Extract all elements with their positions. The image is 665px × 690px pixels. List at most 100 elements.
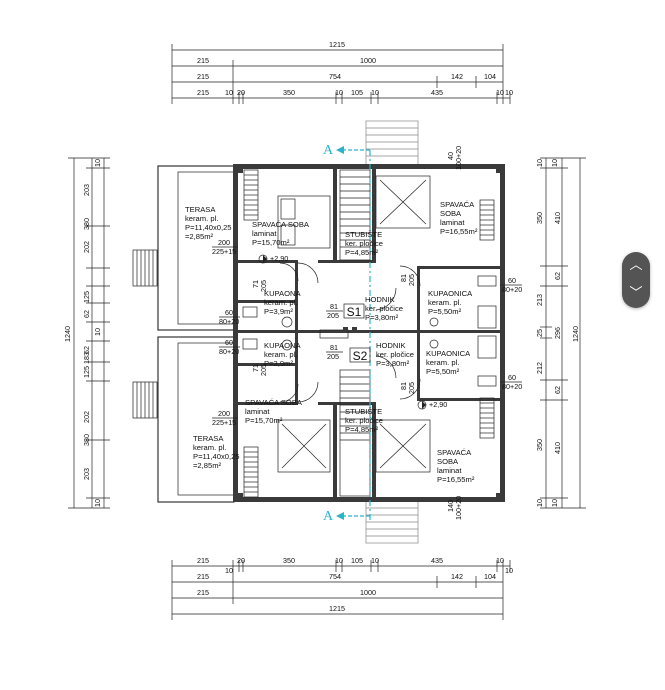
tag-d2-b: 205 [327,352,339,361]
tag-d2-a: 81 [330,343,338,352]
room-area: P=3,9m² [264,359,293,368]
dim-top-4-i: 10 [496,88,504,97]
dim-right-mid-1: 10 [550,159,559,167]
room-stubiste-bottom: STUBIŠTE ker. pločice P=4,85m² [345,407,383,434]
tag-l1-b: 80+20 [219,317,239,326]
room-area: P=16,55m² [437,475,475,484]
section-mark-top: A [323,143,334,158]
dim-right-inner-5: 212 [535,362,544,374]
level-top: +2,90 [270,254,288,263]
room-floor: keram. pl. [426,358,459,367]
room-name: SPAVAĆA SOBA [245,398,303,407]
room-name: KUPAONA [264,341,302,350]
dim-bot-2-b: 754 [329,572,341,581]
tag-r2-a: 60 [508,373,516,382]
unit-label-s1: S1 [347,305,362,319]
dim-right-mid-5: 62 [553,386,562,394]
tag-d3-b: 205 [259,280,268,292]
room-floor: laminat [440,218,465,227]
room-stubiste-top: STUBIŠTE ker. pločice P=4,85m² [345,230,383,257]
room-area: P=16,55m² [440,227,478,236]
room-hodnik-top: HODNIK ker. pločice P=3,80m² [365,295,403,322]
room-floor: laminat [245,407,270,416]
dim-left-8: 62 [82,346,91,354]
tag-w2-a: 140 [446,500,455,512]
section-line: A A [323,143,371,524]
room-name: SPAVAĆA [437,448,472,457]
dim-left-13: 203 [82,468,91,480]
room-area-2: =2,85m² [193,461,222,470]
dim-right-mid-4: 296 [553,327,562,339]
dim-right-inner-7: 10 [535,499,544,507]
tag-r1-a: 60 [508,276,516,285]
room-name: HODNIK [376,341,406,350]
room-spavaca-left-top: SPAVAĆA SOBA laminat P=15,70m² [252,220,310,247]
dim-top-3-b: 754 [329,72,341,81]
tag-d5-b: 205 [407,274,416,286]
room-name: TERASA [193,434,224,443]
room-area: P=11,40x0,25 [193,452,240,461]
dim-bot-1-g: 10 [371,556,379,565]
tag-d6-a: 81 [399,382,408,390]
tag-d1-b: 205 [327,311,339,320]
dim-top-4-j: 10 [505,88,513,97]
dim-left-overall: 1240 [63,326,72,342]
room-floor: laminat [252,229,277,238]
tag-d1-a: 81 [330,302,338,311]
tag-d5-a: 81 [399,274,408,282]
dim-top-4-c: 20 [237,88,245,97]
room-name: STUBIŠTE [345,230,382,239]
tag-bottom-a: 200 [218,409,230,418]
room-spavaca-left-bottom: SPAVAĆA SOBA laminat P=15,70m² [245,398,303,425]
dim-bot-1-j: 10 [505,566,513,575]
tag-d4-a: 71 [251,364,260,372]
tag-top-a: 200 [218,238,230,247]
chevron-down-icon[interactable]: ﹀ [629,286,643,301]
dim-left-9: 183 [82,352,91,364]
chevron-up-icon[interactable]: ︿ [629,258,643,273]
dim-bot-1-e: 10 [335,556,343,565]
dim-left-2: 203 [82,184,91,196]
dim-right-mid-3: 62 [553,272,562,280]
dim-right-mid-6: 410 [553,442,562,454]
dim-bot-1-b: 10 [225,566,233,575]
room-area: P=5,50m² [426,367,460,376]
room-area: P=15,70m² [252,238,290,247]
building-walls [132,120,505,544]
dim-top-4-d: 350 [283,88,295,97]
dim-top-4-e: 10 [335,88,343,97]
dim-left-1: 10 [93,159,102,167]
room-name: KUPAONA [264,289,302,298]
room-name: SPAVAĆA [440,200,475,209]
room-floor: ker. pločice [345,239,383,248]
bottom-dimensions: 215 10 20 350 10 105 10 435 10 10 215 75… [171,556,513,620]
room-area: P=4,85m² [345,425,379,434]
dim-top-4-a: 215 [197,88,209,97]
room-area: P=5,50m² [428,307,462,316]
dim-bot-2-a: 215 [197,572,209,581]
room-terasa-bottom: TERASA keram. pl. P=11,40x0,25 =2,85m² [193,434,240,470]
dim-right-inner-2: 350 [535,212,544,224]
room-floor: keram. pl. [264,350,297,359]
room-terasa-top: TERASA keram. pl. P=11,40x0,25 =2,85m² [185,205,232,241]
dim-bot-3-b: 1000 [360,588,376,597]
dim-top-4-f: 105 [351,88,363,97]
dim-right-overall: 1240 [571,326,580,342]
room-kupaona-top: KUPAONA keram. pl. P=3,9m² [264,289,302,316]
dim-bot-1-f: 105 [351,556,363,565]
right-dimensions: 1240 10 410 62 296 62 410 10 10 350 213 … [535,157,586,509]
dim-top-3-a: 215 [197,72,209,81]
room-spavaca-right-top: SPAVAĆA SOBA laminat P=16,55m² [440,200,478,236]
dim-right-inner-6: 350 [535,439,544,451]
dim-bot-1-i: 10 [496,556,504,565]
tag-l2-b: 80+20 [219,347,239,356]
dim-top-overall: 1215 [329,40,345,49]
dim-left-12: 380 [82,434,91,446]
tag-top-b: 225+15 [212,247,236,256]
room-area: P=3,80m² [365,313,399,322]
door-swings [279,262,421,403]
tag-w2-b: 100+20 [454,496,463,520]
windows [243,169,495,498]
dim-top-3-c: 142 [451,72,463,81]
